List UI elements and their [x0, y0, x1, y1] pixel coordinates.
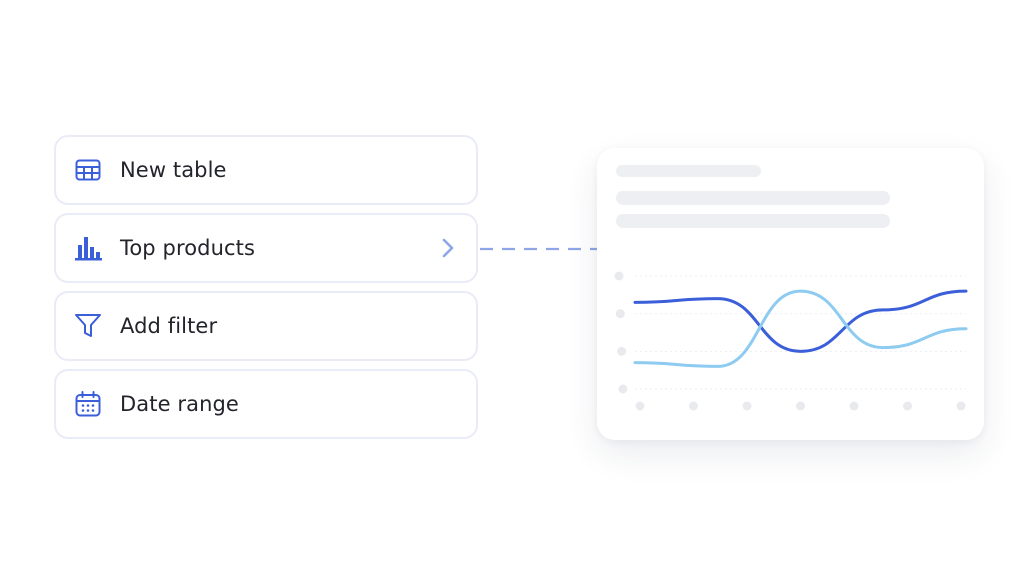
menu-item-label: Add filter: [120, 314, 218, 338]
skeleton-line: [616, 214, 890, 228]
y-tick-dot: [614, 271, 624, 281]
menu-item-label: Date range: [120, 392, 239, 416]
y-tick-dot: [617, 346, 627, 356]
skeleton-line: [616, 191, 890, 205]
menu-item-add-filter[interactable]: Add filter: [54, 291, 478, 361]
calendar-icon: [74, 390, 102, 418]
x-tick-dot: [903, 401, 912, 411]
x-tick-dot: [796, 401, 805, 411]
action-menu: New table Top products Add filter: [54, 135, 478, 447]
menu-item-new-table[interactable]: New table: [54, 135, 478, 205]
x-tick-dot: [635, 401, 645, 411]
menu-item-label: Top products: [120, 236, 256, 260]
menu-item-top-products[interactable]: Top products: [54, 213, 478, 283]
table-icon: [74, 156, 102, 184]
bar-chart-icon: [74, 234, 102, 262]
series-line-1: [633, 289, 968, 353]
skeleton-title: [616, 165, 761, 177]
x-tick-dot: [742, 401, 752, 411]
series-line-2: [633, 289, 968, 368]
x-tick-dot: [689, 401, 698, 411]
filter-icon: [74, 312, 102, 340]
menu-item-label: New table: [120, 158, 227, 182]
y-tick-dot: [618, 384, 628, 394]
x-tick-dot: [956, 401, 966, 411]
menu-item-date-range[interactable]: Date range: [54, 369, 478, 439]
chevron-right-icon: [440, 238, 456, 258]
connector-line: [480, 247, 598, 251]
x-tick-dot: [849, 401, 859, 411]
line-chart: [614, 271, 968, 411]
chart-preview-card: [597, 148, 984, 440]
y-tick-dot: [615, 309, 625, 319]
